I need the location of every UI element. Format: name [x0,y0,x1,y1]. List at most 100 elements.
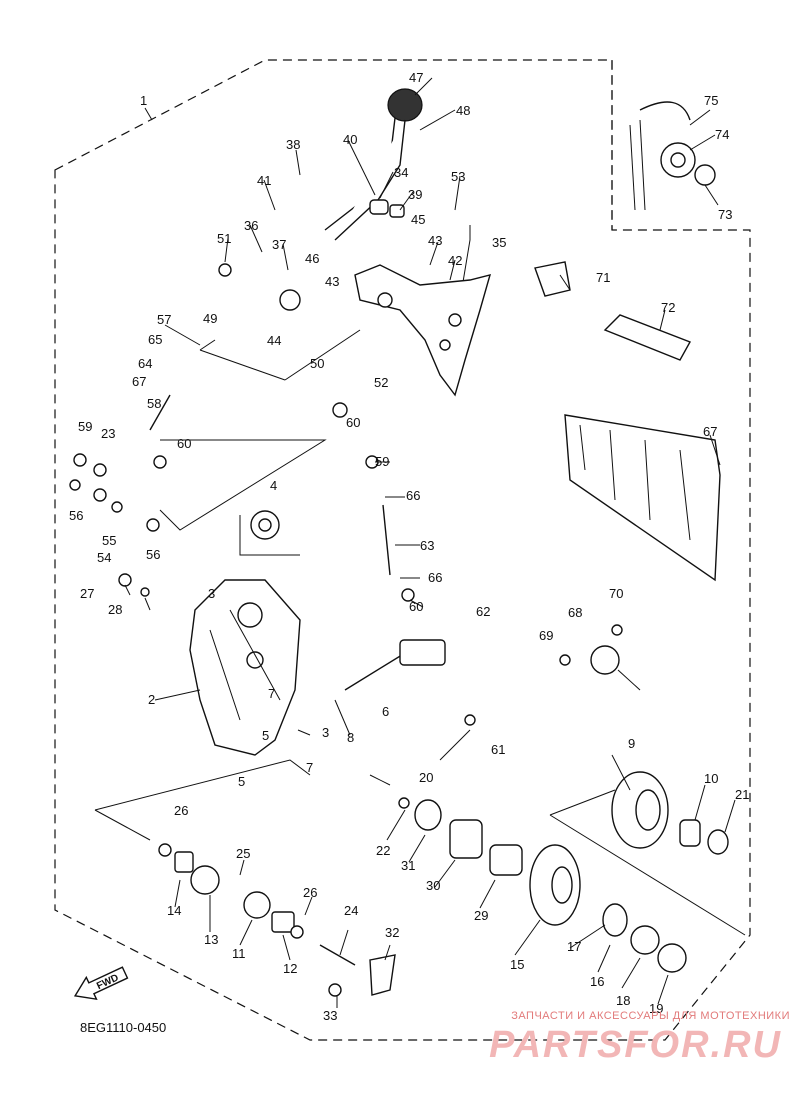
adjuster-69 [590,645,641,691]
part-number-label: 30 [426,878,440,893]
chain-panel [564,414,721,582]
watermark-line: ЗАПЧАСТИ И АКСЕССУАРЫ ДЛЯ МОТОТЕХНИКИ [511,1010,790,1022]
part-number-label: 23 [101,426,115,441]
leader-lines [124,77,736,1008]
part-number-label: 5 [238,774,245,789]
part-number-label: 55 [102,533,116,548]
part-number-label: 36 [244,218,258,233]
part-number-label: 60 [346,415,360,430]
part-number-label: 72 [661,300,675,315]
part-number-label: 65 [148,332,162,347]
part-number-label: 14 [167,903,181,918]
part-number-label: 18 [616,993,630,1008]
part-number-label: 60 [177,436,191,451]
part-number-label: 22 [376,843,390,858]
part-number-label: 71 [596,270,610,285]
part-number-label: 20 [419,770,433,785]
part-number-label: 31 [401,858,415,873]
part-number-label: 75 [704,93,718,108]
chain-sprocket [629,101,716,211]
label-72 [534,261,571,297]
fwd-label: FWD [95,972,120,992]
part-number-label: 44 [267,333,281,348]
part-number-label: 52 [374,375,388,390]
part-number-label: 66 [406,488,420,503]
part-number-label: 67 [703,424,717,439]
fwd-arrow: FWD [73,966,129,1001]
part-number-label: 9 [628,736,635,751]
part-number-label: 66 [428,570,442,585]
part-number-label: 7 [306,760,313,775]
part-number-label: 70 [609,586,623,601]
part-number-label: 28 [108,602,122,617]
part-number-label: 7 [268,686,275,701]
part-number-label: 57 [157,312,171,327]
part-number-label: 19 [649,1001,663,1016]
part-number-label: 32 [385,925,399,940]
part-number-label: 11 [232,946,246,961]
part-number-label: 43 [428,233,442,248]
part-number-label: 3 [208,586,215,601]
part-number-label: 56 [146,547,160,562]
part-number-label: 63 [420,538,434,553]
diagram-code: 8EG1110-0450 [80,1020,167,1035]
part-number-label: 39 [408,187,422,202]
part-number-label: 41 [257,173,271,188]
part-number-label: 8 [347,730,354,745]
part-number-label: 26 [174,803,188,818]
part-number-label: 26 [303,885,317,900]
part-number-label: 47 [409,70,423,85]
part-number-label: 64 [138,356,152,371]
part-number-label: 16 [590,974,604,989]
part-number-label: 67 [132,374,146,389]
part-number-label: 43 [325,274,339,289]
label-73 [603,314,692,361]
part-number-label: 6 [382,704,389,719]
part-number-label: 46 [305,251,319,266]
part-number-label: 56 [69,508,83,523]
part-number-label: 24 [344,903,358,918]
part-number-label: 58 [147,396,161,411]
part-number-label: 59 [375,454,389,469]
main-dashed-boundary [54,59,751,1041]
part-number-label: 51 [217,231,231,246]
watermark-brand: PARTSFOR.RU [489,1024,782,1066]
part-number-label: 35 [492,235,506,250]
part-number-label: 10 [704,771,718,786]
guide-lines [94,225,746,936]
part-number-label: 21 [735,787,749,802]
part-number-label: 33 [323,1008,337,1023]
fasteners [69,263,623,997]
case-cover [189,579,301,756]
part-number-label: 15 [510,957,524,972]
part-number-label: 40 [343,132,357,147]
part-number-label: 17 [567,939,581,954]
part-number-label: 68 [568,605,582,620]
part-number-label: 42 [448,253,462,268]
part-number-label: 53 [451,169,465,184]
part-number-label: 61 [491,742,505,757]
part-number-label: 5 [262,728,269,743]
part-number-label: 62 [476,604,490,619]
gear-train [174,771,729,996]
part-number-label: 59 [78,419,92,434]
part-number-label: 60 [409,599,423,614]
part-number-label: 13 [204,932,218,947]
part-number-label: 45 [411,212,425,227]
part-number-label: 54 [97,550,111,565]
shift-lever-assembly [324,88,423,241]
part-number-label: 4 [270,478,277,493]
part-number-label: 34 [394,165,408,180]
part-number-label: 50 [310,356,324,371]
part-number-label: 2 [148,692,155,707]
part-number-label: 73 [718,207,732,222]
part-number-label: 29 [474,908,488,923]
part-number-label: 69 [539,628,553,643]
part-number-label: 12 [283,961,297,976]
part-number-label: 74 [715,127,729,142]
part-number-label: 48 [456,103,470,118]
part-number-label: 49 [203,311,217,326]
part-number-label: 25 [236,846,250,861]
